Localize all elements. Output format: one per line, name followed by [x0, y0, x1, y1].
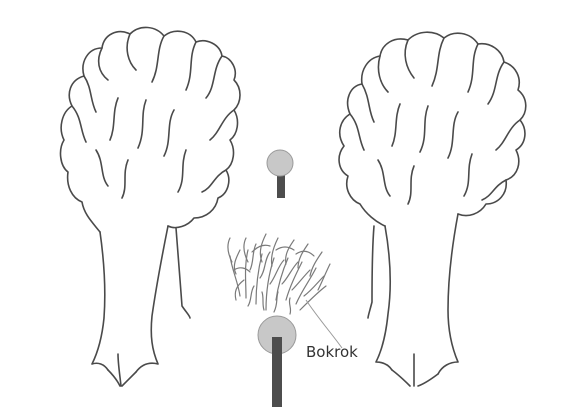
left-tree-crown-detail-4 [127, 34, 136, 70]
left-tree-crown-detail-14 [122, 160, 128, 198]
left-tree-root-1 [108, 370, 120, 386]
left-tree-crown [61, 27, 240, 232]
right-tree-root-2 [418, 374, 438, 386]
small-pin-head [267, 150, 293, 176]
left-tree-crown-detail-7 [206, 56, 222, 98]
right-tree-crown-detail-11 [420, 106, 428, 152]
left-tree-trunk-right [136, 226, 168, 372]
right-tree-crown-detail-6 [468, 44, 478, 92]
left-tree-branch [176, 228, 190, 318]
left-tree-icon [61, 27, 240, 386]
right-tree-crown-detail-4 [405, 40, 414, 78]
left-tree-crown-detail-15 [178, 150, 186, 192]
right-tree-crown-detail-2 [362, 84, 374, 122]
right-tree-crown-detail-13 [378, 160, 390, 196]
left-tree-crown-detail-10 [110, 98, 118, 140]
right-tree-crown-detail-5 [432, 38, 444, 86]
right-tree-trunk-left [376, 226, 392, 370]
right-tree-crown-detail-14 [408, 166, 414, 204]
right-tree-crown-detail-7 [488, 62, 504, 104]
right-tree-trunk-right [438, 214, 458, 374]
left-tree-crown-detail-2 [84, 76, 96, 112]
left-tree-root-3 [118, 354, 121, 386]
right-tree-crown-detail-12 [448, 112, 458, 158]
shrub-label: Bokrok [306, 343, 358, 361]
small-pin-marker-icon [267, 150, 293, 198]
left-tree-crown-detail-9 [202, 170, 226, 192]
large-pin-marker-icon [258, 316, 296, 407]
left-tree-crown-detail-8 [210, 110, 234, 140]
shrub-icon [228, 234, 330, 314]
left-tree-crown-detail-12 [164, 110, 174, 156]
right-tree-crown [339, 32, 526, 226]
left-tree-crown-detail-11 [138, 100, 146, 148]
right-tree-crown-detail-15 [464, 154, 472, 196]
left-tree-crown-detail-6 [186, 42, 196, 90]
left-tree-root-2 [122, 372, 136, 386]
right-tree-branch [368, 226, 374, 318]
right-tree-crown-detail-8 [496, 120, 520, 150]
left-tree-crown-detail-5 [152, 36, 164, 82]
right-tree-crown-detail-10 [392, 104, 400, 146]
left-tree-crown-detail-3 [72, 106, 86, 142]
large-pin-stem [272, 337, 282, 407]
right-tree-crown-detail-3 [350, 114, 364, 150]
label-leader-line [306, 300, 342, 348]
left-tree-trunk-left [92, 232, 108, 370]
right-tree-crown-detail-1 [378, 56, 388, 92]
right-tree-icon [339, 32, 526, 386]
left-tree-crown-detail-1 [99, 48, 108, 80]
right-tree-root-1 [392, 370, 410, 386]
left-tree-crown-detail-13 [96, 150, 108, 186]
